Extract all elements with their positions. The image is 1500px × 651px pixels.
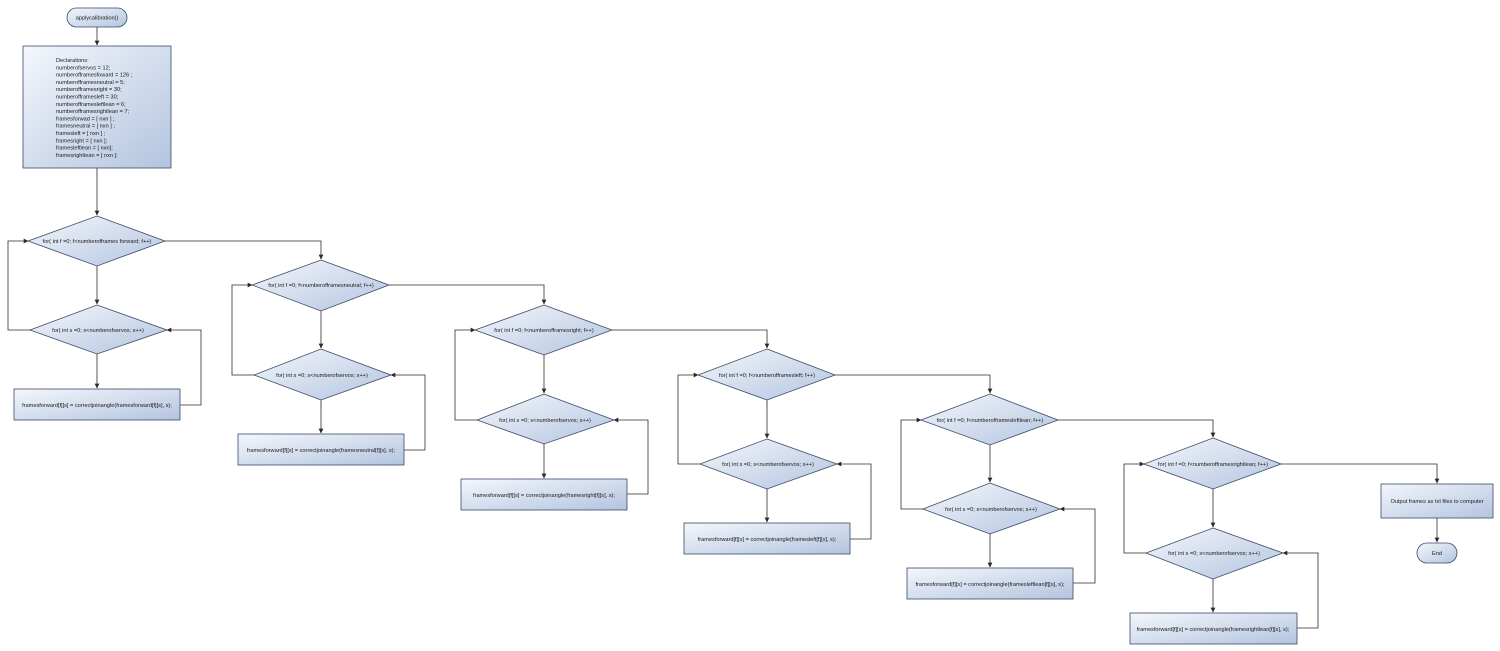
inner-loop-decision[interactable]: for( int s =0; s<numberofservos; s++) [475,393,616,445]
loop-group-left: for( int f =0; f<numberofframesleft; f++… [683,348,851,555]
connector [165,240,324,260]
connector [166,327,202,406]
decision-label: for( int f =0; f<numberofframesrightlean… [1158,462,1268,468]
loop-group-forward: for( int f =0; f<numberofframes forward;… [13,215,181,421]
process-step[interactable]: framesforward[f][s] = correctjoinangle(f… [906,567,1074,600]
connector-layer [7,27,1440,629]
declaration-line: framesright = [ nxn ]; [56,138,108,144]
decision-label: for( int s =0; s<numberofservos; s++) [499,418,591,424]
declaration-line: framesleft = [ nxn ] ; [56,131,106,137]
decision-label: for( int f =0; f<numberofframesleftlean;… [937,418,1044,424]
declaration-line: numberofframesneutral = 5; [56,80,125,86]
outer-loop-decision[interactable]: for( int f =0; f<numberofframesleftlean;… [919,393,1060,446]
decision-label: for( int s =0; s<numberofservos; s++) [276,373,368,379]
declaration-line: framesneutral = [ nxn ] ; [56,124,115,130]
end-node[interactable]: End [1416,542,1458,564]
process-label: framesforward[f][s] = correctjoinangle(f… [1137,627,1290,633]
connector [231,282,254,376]
start-label: applycalibration() [76,16,119,22]
inner-loop-decision[interactable]: for( int s =0; s<numberofservos; s++) [252,348,393,401]
loop-group-leftlean: for( int f =0; f<numberofframesleftlean;… [906,393,1074,600]
declaration-line: numberofservos = 12; [56,65,111,71]
connector [677,372,700,465]
process-step[interactable]: framesforward[f][s] = correctjoinangle(f… [237,433,405,466]
outer-loop-decision[interactable]: for( int f =0; f<numberofframes forward;… [26,215,167,267]
inner-loop-decision[interactable]: for( int s =0; s<numberofservos; s++) [698,438,839,490]
decision-label: for( int f =0; f<numberofframesleft; f++… [719,373,815,379]
connector [1058,419,1216,438]
declaration-line: numberofframesright = 30; [56,87,122,93]
connector [900,417,923,510]
outer-loop-decision[interactable]: for( int f =0; f<numberofframesleft; f++… [696,348,837,401]
declaration-line: numberofframesleft = 30; [56,95,119,101]
declaration-line: framesforwad = [ nxn ] ; [56,116,115,122]
process-label: framesforward[f][s] = correctjoinangle(f… [247,448,396,454]
outer-loop-decision[interactable]: for( int f =0; f<numberofframesright; f+… [473,304,614,356]
decision-label: for( int f =0; f<numberofframes forward;… [43,239,152,245]
declaration-line: Declarations: [56,58,89,64]
connector [389,284,547,305]
connector [613,417,649,495]
process-step[interactable]: framesforward[f][s] = correctjoinangle(f… [683,522,851,555]
loop-group-neutral: for( int f =0; f<numberofframesneutral; … [237,259,405,466]
inner-loop-decision[interactable]: for( int s =0; s<numberofservos; s++) [921,482,1062,535]
decision-label: for( int f =0; f<numberofframesright; f+… [494,328,594,334]
connector [836,461,872,540]
declaration-line: numberofframesfoward = 126 ; [56,73,133,79]
process-step[interactable]: framesforward[f][s] = correctjoinangle(f… [13,388,181,421]
inner-loop-decision[interactable]: for( int s =0; s<numberofservos; s++) [1144,527,1285,580]
connector [1123,461,1146,554]
loop-group-rightlean: for( int f =0; f<numberofframesrightlean… [1129,437,1298,645]
connector [1282,550,1319,629]
inner-loop-decision[interactable]: for( int s =0; s<numberofservos; s++) [28,304,169,355]
process-label: framesforward[f][s] = correctjoinangle(f… [698,537,837,543]
declaration-line: framesrightlean = [ nxn ]; [56,153,118,159]
declaration-line: numberofframesleftlean = 6; [56,102,126,108]
decision-label: for( int s =0; s<numberofservos; s++) [52,328,144,334]
decision-label: for( int s =0; s<numberofservos; s++) [1168,551,1260,557]
connector [7,238,30,331]
process-step[interactable]: framesforward[f][s] = correctjoinangle(f… [1129,612,1298,645]
loop-group-right: for( int f =0; f<numberofframesright; f+… [460,304,628,511]
start-node[interactable]: applycalibration() [66,7,128,28]
connector [390,372,426,451]
connector [612,329,770,349]
connector [454,327,477,421]
end-label: End [1432,551,1442,557]
process-label: framesforward[f][s] = correctjoinangle(f… [473,493,615,499]
process-label: framesforward[f][s] = correctjoinangle(f… [915,582,1065,588]
declarations-block[interactable]: Declarations: numberofservos = 12; numbe… [22,45,172,169]
decision-label: for( int s =0; s<numberofservos; s++) [945,507,1037,513]
connector [835,374,993,394]
connector [1059,506,1096,584]
declaration-line: framesleftlean = [ nxn]; [56,146,113,152]
output-step[interactable]: Output frames as txt files to computer [1380,483,1494,519]
process-label: framesforward[f][s] = correctjoinangle(f… [22,403,172,409]
decision-label: for( int s =0; s<numberofservos; s++) [722,462,814,468]
process-step[interactable]: framesforward[f][s] = correctjoinangle(f… [460,478,628,511]
outer-loop-decision[interactable]: for( int f =0; f<numberofframesneutral; … [250,259,391,312]
connector [1281,463,1440,484]
declarations-text: Declarations: numberofservos = 12; numbe… [56,58,134,159]
output-label: Output frames as txt files to computer [1391,499,1484,505]
decision-label: for( int f =0; f<numberofframesneutral; … [268,283,374,289]
declaration-line: numberofframesrightlean = 7; [56,109,130,115]
outer-loop-decision[interactable]: for( int f =0; f<numberofframesrightlean… [1142,437,1283,490]
